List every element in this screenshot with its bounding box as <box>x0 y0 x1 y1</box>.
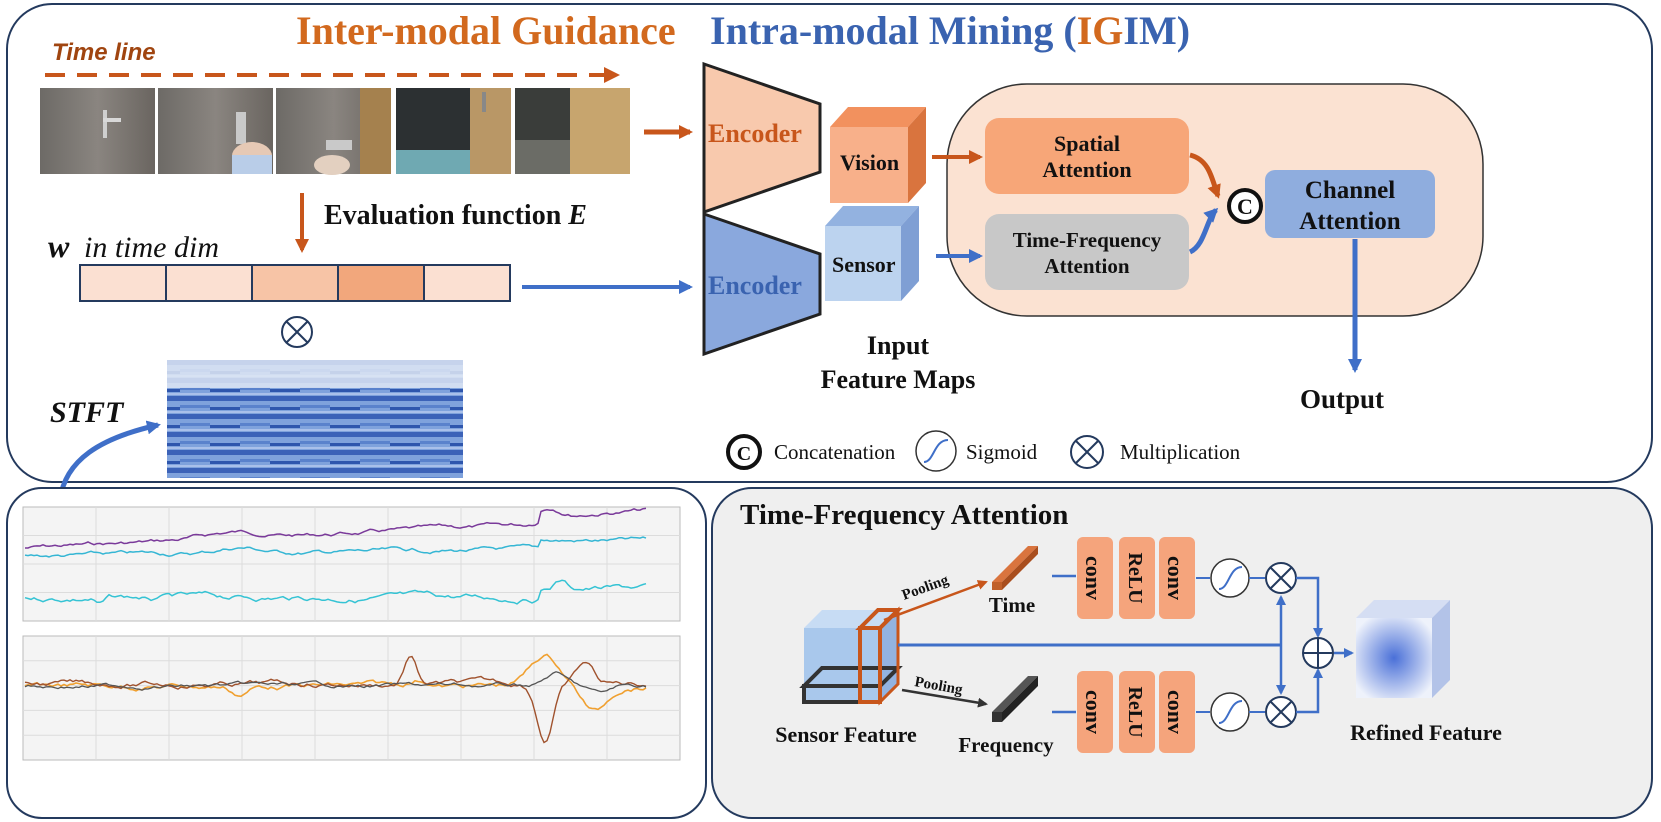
legend-concat-icon <box>726 434 762 470</box>
multiply-icon-frequency <box>1265 696 1297 728</box>
title-intra-modal: Intra-modal Mining (IGIM) <box>710 8 1190 53</box>
legend-mult-label: Multiplication <box>1120 440 1241 464</box>
title-inter-modal: Inter-modal Guidance <box>296 8 676 53</box>
refined-feature-3d <box>1356 600 1450 698</box>
signal-line-brown <box>24 655 647 744</box>
frequency-label: Frequency <box>958 733 1054 757</box>
multiply-icon <box>281 316 313 348</box>
spatial-attention-label-1: Spatial <box>1054 131 1120 156</box>
weight-cell <box>423 264 511 302</box>
add-icon <box>1302 637 1334 669</box>
feature-maps-caption-1: Input <box>867 331 929 360</box>
video-frame-1 <box>40 88 155 174</box>
channel-attention-label-1: Channel <box>1305 177 1395 204</box>
pooling-arrow-frequency <box>901 688 988 708</box>
signal-plot-bottom <box>22 635 681 761</box>
refined-feature-label: Refined Feature <box>1350 720 1502 745</box>
arrow-spatial-to-concat <box>1189 152 1221 199</box>
conv-stack-frequency: conv ReLU conv <box>1077 671 1195 753</box>
legend-sigmoid-label: Sigmoid <box>966 440 1038 464</box>
conv-label: conv <box>1081 690 1106 734</box>
feature-maps-caption-2: Feature Maps <box>821 365 976 394</box>
multiply-icon-time <box>1265 562 1297 594</box>
evaluation-label: Evaluation function E <box>324 200 587 231</box>
conv-label: conv <box>1163 556 1188 600</box>
tfa-panel <box>711 487 1653 819</box>
relu-box <box>1119 671 1155 753</box>
conv-box <box>1159 671 1195 753</box>
signal-line-orange <box>24 653 647 711</box>
conv-box <box>1077 537 1113 619</box>
time-vector <box>992 546 1038 590</box>
output-label: Output <box>1300 384 1384 414</box>
weight-cell <box>79 264 167 302</box>
tfa-title: Time-Frequency Attention <box>740 499 1068 531</box>
pooling-arrow-time <box>883 580 988 622</box>
weight-cell <box>337 264 425 302</box>
relu-label: ReLU <box>1124 552 1146 603</box>
legend-concat-symbol: C <box>737 443 751 465</box>
vision-encoder <box>702 61 822 215</box>
timeline-label: Time line <box>52 39 156 66</box>
weights-symbol: w <box>48 228 70 264</box>
weight-cell <box>165 264 253 302</box>
arrow-tf-to-concat <box>1188 207 1219 255</box>
tf-attention-label-2: Attention <box>1044 254 1129 278</box>
timeline-arrow-head <box>604 67 620 83</box>
relu-box <box>1119 537 1155 619</box>
vision-feature-cube: Vision <box>830 107 926 203</box>
tf-attention-label-1: Time-Frequency <box>1013 228 1162 252</box>
vision-encoder-label: Encoder <box>708 119 802 148</box>
conv-label: conv <box>1081 556 1106 600</box>
relu-label: ReLU <box>1124 686 1146 737</box>
sensor-encoder <box>702 211 822 357</box>
conv-box <box>1159 537 1195 619</box>
weight-bar <box>79 264 511 302</box>
time-label: Time <box>989 593 1035 617</box>
sensor-feature-cube: Sensor <box>825 206 919 301</box>
sensor-feature-3d <box>799 606 903 706</box>
legend: C Concatenation Sigmoid Multiplication <box>726 430 1241 472</box>
weight-cell <box>251 264 339 302</box>
sensor-encoder-label: Encoder <box>708 271 802 300</box>
signal-line-gray <box>24 671 647 693</box>
conv-label: conv <box>1163 690 1188 734</box>
legend-sigmoid-icon <box>915 430 957 472</box>
signal-line-cyan-1 <box>24 536 647 558</box>
spatial-attention-box <box>985 118 1189 194</box>
signal-plot-top <box>22 506 681 622</box>
weights-label: in time dim <box>84 231 219 264</box>
vision-cube-label: Vision <box>840 150 899 175</box>
legend-concat-label: Concatenation <box>774 440 896 464</box>
channel-attention-box <box>1265 170 1435 238</box>
stft-label: STFT <box>50 396 125 429</box>
channel-attention-label-2: Attention <box>1299 208 1400 235</box>
sensor-feature-label: Sensor Feature <box>775 722 917 747</box>
concat-symbol: C <box>1237 194 1253 219</box>
sensor-cube-label: Sensor <box>832 252 896 277</box>
video-frames <box>40 88 630 175</box>
spatial-attention-label-2: Attention <box>1042 157 1131 182</box>
conv-stack-time: conv ReLU conv <box>1077 537 1195 619</box>
signal-line-purple <box>25 507 647 549</box>
frequency-vector <box>992 676 1038 722</box>
signal-line-cyan-2 <box>24 579 647 605</box>
concat-icon <box>1227 188 1263 224</box>
conv-box <box>1077 671 1113 753</box>
tf-attention-box <box>985 214 1189 290</box>
